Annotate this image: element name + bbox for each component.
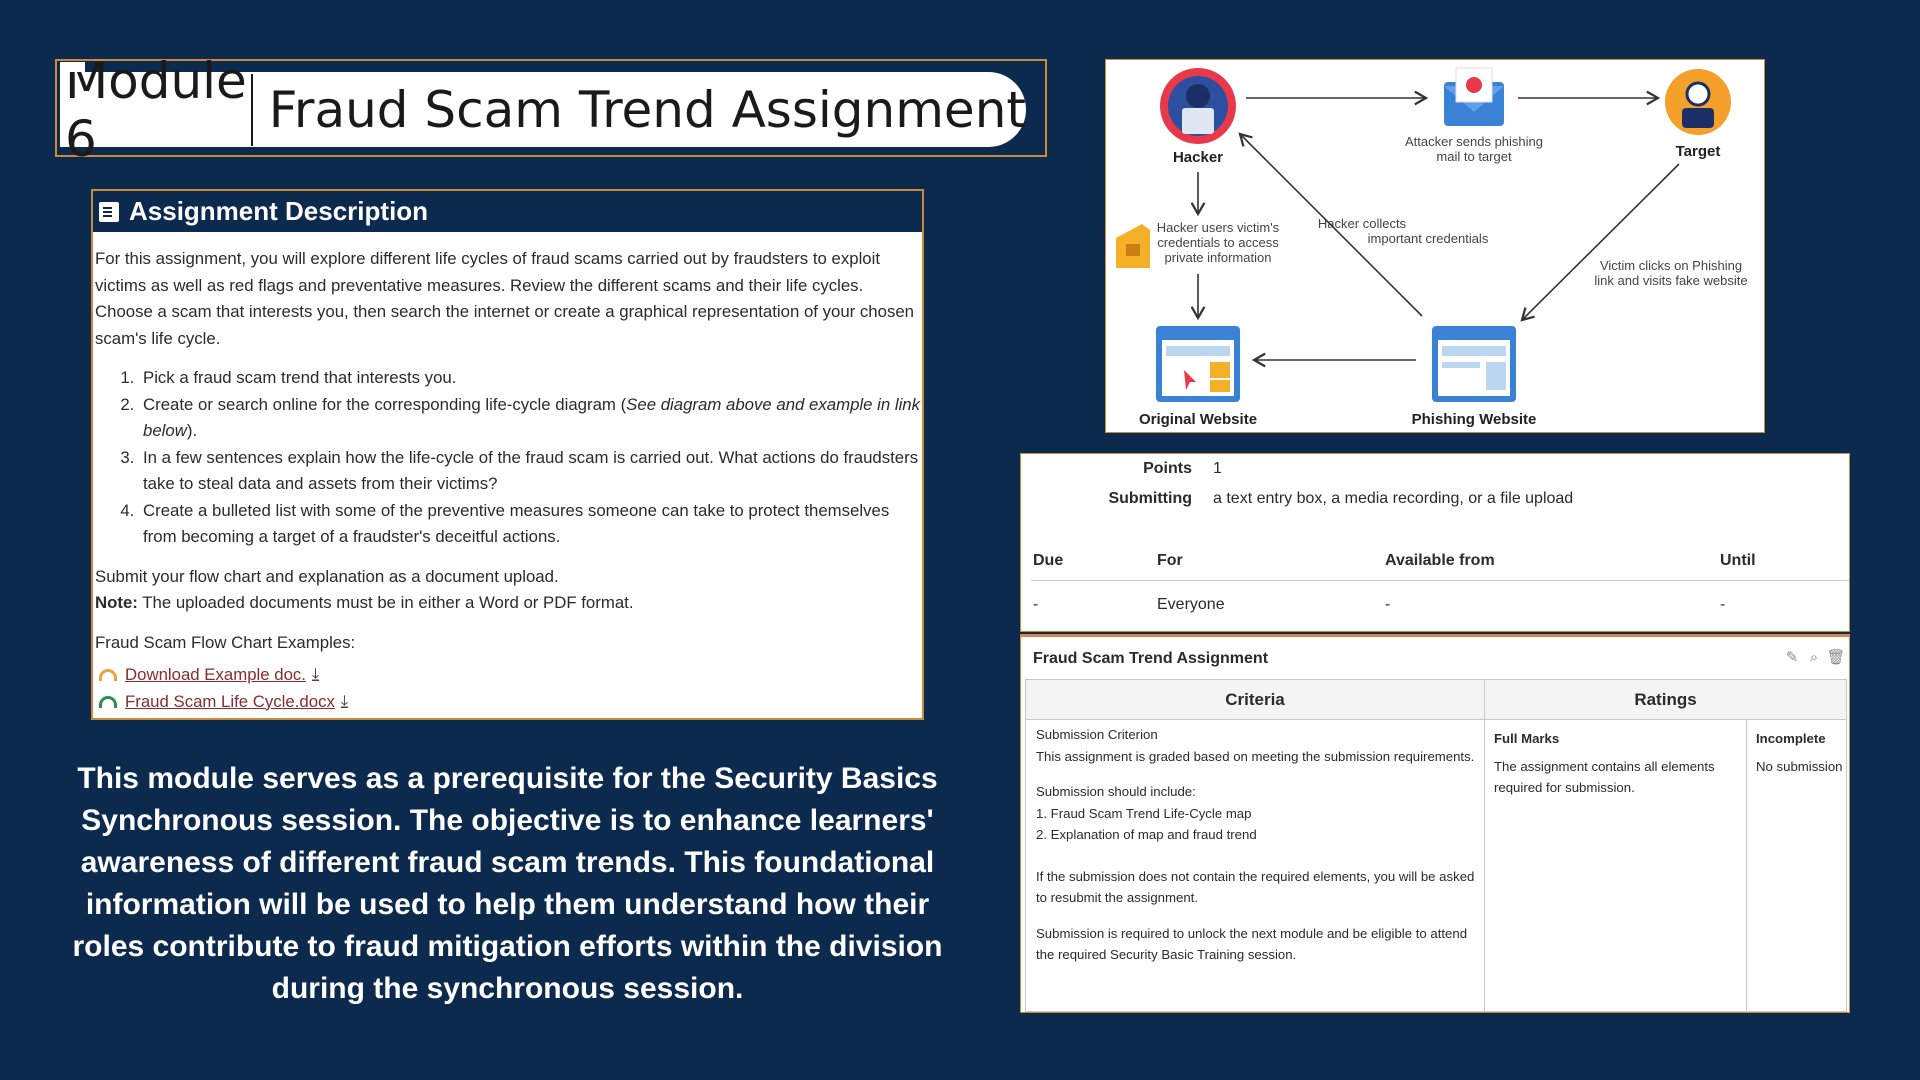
- hacker-icon: [1160, 68, 1236, 144]
- module-description: This module serves as a prerequisite for…: [72, 762, 943, 1005]
- file-upload-icon: [99, 669, 117, 682]
- rubric-panel: Fraud Scam Trend Assignment ✎ ⌕ 🗑 Criter…: [1020, 634, 1850, 1013]
- submitting-value: a text entry box, a media recording, or …: [1213, 490, 1574, 507]
- svg-text:Hacker users victim's: Hacker users victim's: [1157, 220, 1280, 235]
- incomplete-desc: No submission: [1756, 758, 1843, 774]
- original-website-icon: [1156, 326, 1240, 402]
- column-divider: [1484, 680, 1485, 1011]
- phishing-website-icon: [1432, 326, 1516, 402]
- document-icon: [99, 201, 119, 222]
- until-value: -: [1720, 596, 1726, 613]
- col-due: Due: [1033, 552, 1064, 569]
- target-label: Target: [1676, 143, 1721, 160]
- module-number: Module 6: [65, 51, 247, 168]
- title-banner: Module 6 Fraud Scam Trend Assignment: [55, 52, 1047, 168]
- criterion-cell: Submission Criterion This assignment is …: [1036, 724, 1476, 966]
- mail-caption: Attacker sends phishing: [1405, 134, 1543, 149]
- note-label: Note:: [95, 593, 138, 612]
- resubmit-note: If the submission does not contain the r…: [1036, 868, 1475, 906]
- incomplete-cell: Incomplete No submission: [1756, 728, 1844, 777]
- submit-instructions: Submit your flow chart and explanation a…: [95, 566, 559, 586]
- ratings-header: Ratings: [1485, 680, 1846, 720]
- submitting-label: Submitting: [1108, 490, 1192, 507]
- svg-text:Hacker collects: Hacker collects: [1318, 216, 1407, 231]
- phishing-website-label: Phishing Website: [1412, 411, 1537, 428]
- incomplete-title: Incomplete: [1756, 731, 1826, 746]
- file-upload-icon: [99, 695, 117, 708]
- download-icon[interactable]: ⤓: [340, 692, 348, 710]
- full-marks-title: Full Marks: [1494, 731, 1560, 746]
- svg-text:credentials to access: credentials to access: [1157, 235, 1279, 250]
- hacker-label: Hacker: [1173, 149, 1223, 166]
- assignment-details: Points 1 Submitting a text entry box, a …: [1020, 453, 1850, 632]
- col-until: Until: [1720, 552, 1756, 569]
- step-item: Create a bulleted list with some of the …: [139, 498, 922, 551]
- full-marks-desc: The assignment contains all elements req…: [1494, 758, 1715, 796]
- svg-text:Victim clicks on Phishing: Victim clicks on Phishing: [1600, 258, 1742, 273]
- title-divider: [251, 73, 253, 146]
- download-example-link[interactable]: Download Example doc. ⤓: [95, 662, 922, 689]
- mail-caption: mail to target: [1436, 149, 1512, 164]
- trash-icon[interactable]: 🗑: [1826, 649, 1846, 666]
- include-item: 1. Fraud Scam Trend Life-Cycle map: [1036, 805, 1252, 821]
- title-plate: Module 6 Fraud Scam Trend Assignment: [60, 52, 1026, 168]
- step-item: Pick a fraud scam trend that interests y…: [139, 365, 922, 392]
- original-website-label: Original Website: [1139, 411, 1257, 428]
- lock-icon: [1116, 224, 1150, 268]
- svg-text:important credentials: important credentials: [1368, 231, 1489, 246]
- arrow: [1238, 132, 1423, 317]
- step-item: Create or search online for the correspo…: [139, 392, 922, 445]
- fraud-lifecycle-link[interactable]: Fraud Scam Life Cycle.docx ⤓: [95, 689, 922, 716]
- rubric-table: Criteria Ratings Submission Criterion Th…: [1025, 679, 1847, 1012]
- page-title: Fraud Scam Trend Assignment: [268, 80, 1026, 139]
- edit-icon[interactable]: ✎: [1785, 649, 1799, 666]
- assignment-intro: For this assignment, you will explore di…: [95, 249, 915, 348]
- unlock-note: Submission is required to unlock the nex…: [1036, 925, 1468, 963]
- phishing-mail-icon: [1444, 67, 1504, 126]
- target-icon: [1665, 69, 1731, 135]
- rubric-tools: ✎ ⌕ 🗑: [1783, 648, 1846, 667]
- assignment-steps: Pick a fraud scam trend that interests y…: [119, 365, 922, 551]
- assignment-header: Assignment Description: [93, 191, 922, 232]
- criterion-desc: This assignment is graded based on meeti…: [1036, 748, 1475, 764]
- assignment-heading: Assignment Description: [129, 196, 429, 226]
- points-label: Points: [1143, 460, 1192, 477]
- col-available: Available from: [1385, 552, 1495, 569]
- include-item: 2. Explanation of map and fraud trend: [1036, 827, 1257, 842]
- search-icon[interactable]: ⌕: [1809, 648, 1819, 666]
- assignment-description-panel: Assignment Description For this assignme…: [91, 189, 924, 720]
- step-item: In a few sentences explain how the life-…: [139, 445, 922, 498]
- note: Note: The uploaded documents must be in …: [95, 590, 922, 617]
- phishing-lifecycle-diagram: Hacker Attacker sends phishing mail to t…: [1105, 59, 1765, 433]
- include-label: Submission should include:: [1036, 784, 1196, 799]
- for-value: Everyone: [1157, 596, 1225, 613]
- note-text: The uploaded documents must be in either…: [137, 593, 634, 612]
- rubric-title: Fraud Scam Trend Assignment: [1033, 650, 1269, 667]
- criteria-header: Criteria: [1026, 680, 1484, 720]
- examples-label: Fraud Scam Flow Chart Examples:: [95, 632, 356, 652]
- arrow: [1520, 163, 1680, 322]
- available-value: -: [1385, 596, 1391, 613]
- assignment-body: For this assignment, you will explore di…: [93, 232, 922, 715]
- full-marks-cell: Full Marks The assignment contains all e…: [1494, 728, 1738, 799]
- divider: [1031, 580, 1849, 581]
- download-icon[interactable]: ⤓: [311, 666, 320, 683]
- points-value: 1: [1213, 460, 1222, 477]
- svg-text:private information: private information: [1165, 250, 1272, 265]
- svg-text:link and visits fake website: link and visits fake website: [1594, 273, 1747, 288]
- col-for: For: [1157, 552, 1183, 569]
- due-value: -: [1033, 596, 1039, 613]
- criterion-name: Submission Criterion: [1036, 727, 1158, 742]
- column-divider: [1746, 720, 1747, 1011]
